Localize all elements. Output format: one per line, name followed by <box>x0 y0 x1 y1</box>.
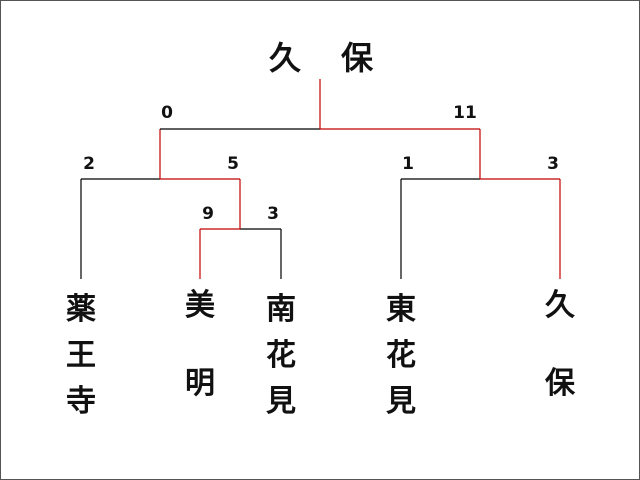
team-char: 王 <box>66 338 96 373</box>
team-bimei: 美 明 <box>170 287 230 407</box>
team-char: 明 <box>185 366 215 401</box>
team-char: 薬 <box>66 292 96 327</box>
team-char: 保 <box>545 366 575 401</box>
team-kubo: 久 保 <box>530 287 590 407</box>
r2-right-score: 5 <box>227 154 239 174</box>
r1-right-score: 3 <box>267 204 279 224</box>
final-left-score: 0 <box>161 103 173 123</box>
team-char: 久 <box>545 288 575 323</box>
team-higashihanami: 東 花 見 <box>371 287 431 425</box>
r2-left-score: 2 <box>83 154 95 174</box>
team-yakuoji: 薬 王 寺 <box>51 287 111 425</box>
r1-left-score: 9 <box>202 204 214 224</box>
team-char: 花 <box>386 338 416 373</box>
team-char: 見 <box>266 384 296 419</box>
team-char: 南 <box>266 292 296 327</box>
team-char: 花 <box>266 338 296 373</box>
team-char: 寺 <box>66 384 96 419</box>
team-char: 美 <box>185 288 215 323</box>
r3-left-score: 1 <box>402 154 414 174</box>
r3-right-score: 3 <box>547 154 559 174</box>
final-right-score: 11 <box>453 103 477 123</box>
champion-name: 久保 <box>268 39 413 77</box>
team-char: 東 <box>386 292 416 327</box>
team-char: 見 <box>386 384 416 419</box>
team-minamihanami: 南 花 見 <box>251 287 311 425</box>
